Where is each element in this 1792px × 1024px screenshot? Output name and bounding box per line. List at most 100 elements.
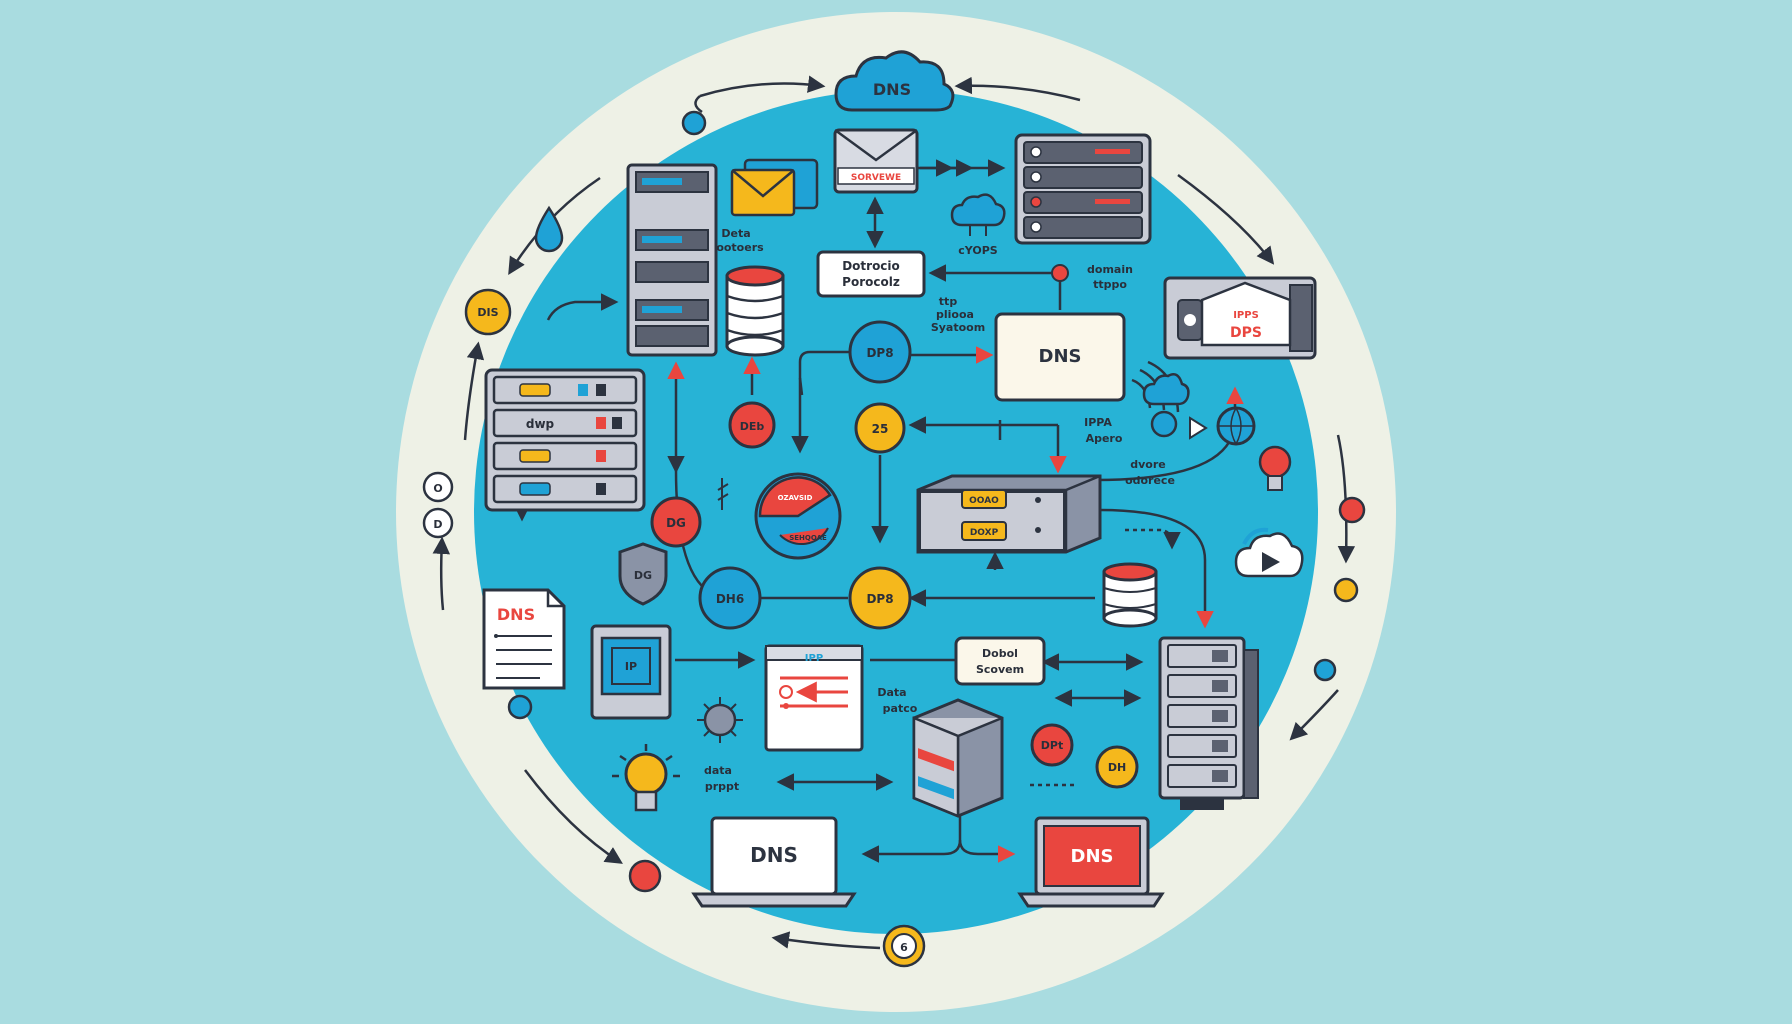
svg-text:dvore: dvore [1130,458,1166,471]
svg-text:DNS: DNS [873,80,911,99]
ring-badge-left-mid-1: O [422,471,454,503]
svg-text:Porocolz: Porocolz [842,275,900,289]
domain-system-box: Dobol Scovem [954,636,1046,686]
svg-text:prppt: prppt [705,780,739,793]
protocol-box: Dotrocio Porocolz [816,250,926,298]
svg-text:DG: DG [634,569,652,582]
node-25: 25 [854,402,906,454]
server-tower-top-left [626,163,718,357]
node-dpt: DPt [1030,723,1074,767]
svg-text:ttppo: ttppo [1093,278,1127,291]
label-data-patco: Data patco [877,686,917,715]
database-icon-small [1102,562,1158,628]
svg-text:DPt: DPt [1041,739,1063,752]
ring-badge-left-top: DIS [464,288,512,336]
node-dh6: DH6 [698,566,762,630]
svg-text:data: data [704,764,732,777]
ip-monitor: IP [590,624,672,720]
svg-text:DP8: DP8 [866,592,893,606]
svg-text:DEb: DEb [740,420,765,433]
svg-text:Data: Data [877,686,906,699]
laptop-right: DNS [1017,816,1165,908]
node-deb: DEb [728,401,776,449]
svg-text:OOAO: OOAO [969,496,999,506]
svg-text:DH: DH [1108,761,1126,774]
svg-text:DNS: DNS [497,605,535,624]
svg-text:Dotrocio: Dotrocio [842,259,900,273]
video-cloud-icon [1234,527,1304,578]
svg-text:D: D [433,518,442,531]
laptop-left: DNS [691,816,857,908]
node-dg: DG [650,496,702,548]
server-tower-right [1158,636,1259,810]
label-domain: domain ttppo [1051,263,1133,291]
svg-text:DH6: DH6 [716,592,744,606]
dns-cloud: DNS [834,50,955,112]
svg-text:Syatoom: Syatoom [931,321,985,334]
node-dp8: DP8 [848,320,912,384]
svg-text:IPPA: IPPA [1084,416,1112,429]
svg-text:6: 6 [900,941,908,954]
svg-text:DIS: DIS [477,306,498,319]
ring-dot [1333,577,1359,603]
virus-icon [697,697,743,743]
svg-text:25: 25 [872,422,889,436]
cloud-ops-icon: cYOPS [950,193,1006,257]
globe-node-icon [1216,406,1256,446]
svg-text:Dobol: Dobol [982,647,1018,660]
gauge-icon: OZAVSID SEHQOAE [717,472,842,560]
node-dp8-lower: DP8 [848,566,912,630]
svg-text:DOXP: DOXP [970,528,999,538]
svg-text:patco: patco [883,702,918,715]
ring-dot [628,859,662,893]
svg-text:O: O [433,482,442,495]
dns-resolver-box: DNS [994,312,1126,402]
svg-text:IP: IP [625,660,637,673]
svg-text:IPPS: IPPS [1233,310,1259,321]
database-icon [725,265,785,357]
svg-text:DNS: DNS [750,843,798,867]
mail-server-box: SORVEWE [833,128,919,194]
svg-text:IPP: IPP [805,653,823,664]
dns-zone-document: DNS [482,588,566,690]
cloud-node-icon [1142,373,1208,440]
svg-text:SEHQOAE: SEHQOAE [789,534,827,542]
svg-text:pliooa: pliooa [936,308,974,321]
svg-text:SORVEWE: SORVEWE [851,173,901,183]
envelope-icon [730,158,819,217]
node-dh: DH [1095,745,1139,789]
ring-badge-bottom: 6 [882,924,926,968]
lightbulb-icon-right [1258,445,1292,491]
svg-text:OZAVSID: OZAVSID [778,494,813,502]
server-rack-top-right [1014,133,1152,245]
label-data-services: Deta ootoers [716,227,764,254]
ring-dot [681,110,707,136]
svg-text:Deta: Deta [721,227,750,240]
ring-dot [507,694,533,720]
ring-dot [1338,496,1366,524]
ipp-document: IPP [764,644,864,752]
svg-text:ttp: ttp [939,295,958,308]
firewall-appliance: IPPS DPS [1163,276,1317,360]
ring-dot [1313,658,1337,682]
svg-text:DP8: DP8 [866,346,893,360]
svg-text:DNS: DNS [1071,846,1114,867]
svg-text:Scovem: Scovem [976,663,1024,676]
svg-text:DNS: DNS [1039,346,1082,367]
server-rack-left: dwp [484,368,646,512]
svg-text:Apero: Apero [1086,432,1123,445]
ring-badge-left-mid-2: D [422,507,454,539]
svg-text:ootoers: ootoers [716,241,764,254]
svg-text:cYOPS: cYOPS [958,244,998,257]
label-data-prppt: data prppt [704,764,739,793]
shield-icon: DG [618,542,668,606]
label-device-address: dvore odorece [1125,458,1175,487]
server-stack-3d [912,698,1004,818]
label-ippa: IPPA Apero [1084,416,1123,445]
svg-text:DPS: DPS [1230,325,1262,341]
outer-cycle-arrows [432,75,1356,950]
label-ip-system: ttp pliooa Syatoom [931,295,985,334]
lightbulb-icon [612,744,680,812]
svg-text:DG: DG [666,516,686,530]
